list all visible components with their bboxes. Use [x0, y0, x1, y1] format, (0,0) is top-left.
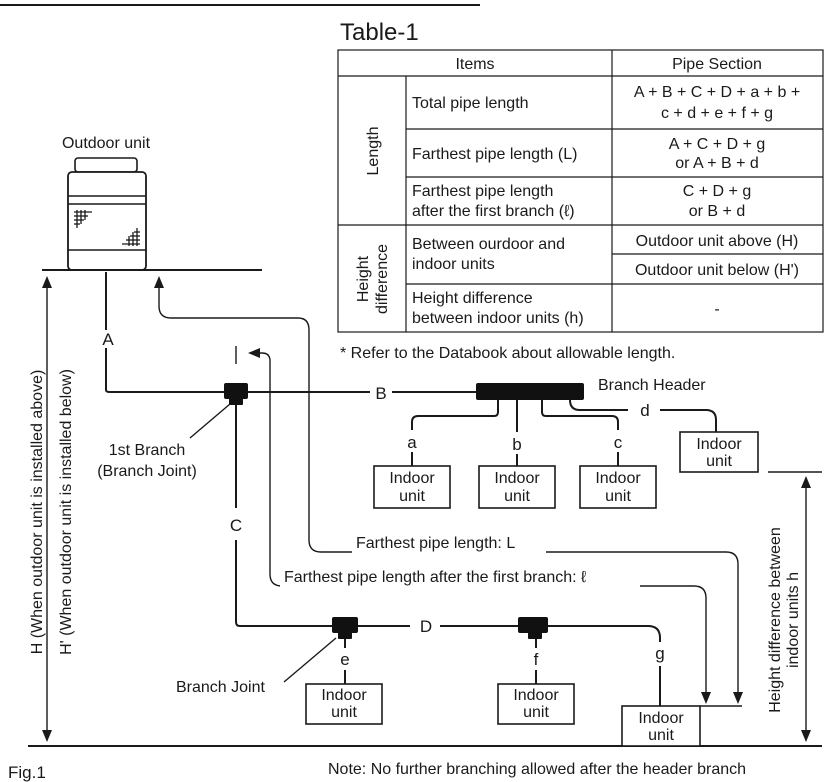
- svg-text:Indoor: Indoor: [389, 470, 435, 487]
- route-l: [258, 352, 707, 696]
- letter-g: g: [655, 644, 664, 663]
- indoor-unit-a: Indoor unit: [373, 465, 451, 509]
- svg-text:unit: unit: [648, 727, 674, 744]
- table-header-items: Items: [455, 56, 494, 73]
- outdoor-unit: Outdoor unit: [62, 135, 151, 271]
- group-height-line2: difference: [374, 244, 391, 314]
- svg-text:unit: unit: [331, 704, 357, 721]
- pipe-c-upper: [541, 400, 619, 430]
- table-border: [337, 49, 824, 333]
- svg-text:Indoor: Indoor: [494, 470, 540, 487]
- height-dimensions: H (When outdoor unit is installed above)…: [29, 276, 822, 742]
- indoor-unit-f: Indoor unit: [497, 683, 575, 725]
- group-length: Length: [365, 127, 382, 176]
- height-h-label-2: indoor units h: [785, 572, 802, 668]
- row-between-item-1: Between ourdoor and: [412, 236, 565, 253]
- pipe-D: [356, 625, 661, 642]
- branch-joint-e: [332, 617, 358, 633]
- indoor-unit-d: Indoor unit: [679, 431, 759, 473]
- table-1: Table-1 Items Pipe Section Length Height…: [337, 19, 824, 362]
- letter-B: B: [375, 384, 386, 403]
- table-footnote: * Refer to the Databook about allowable …: [340, 345, 675, 362]
- figure-label: Fig.1: [8, 763, 46, 782]
- letter-a: a: [407, 433, 417, 452]
- note: Note: No further branching allowed after…: [328, 761, 746, 778]
- svg-text:Indoor: Indoor: [513, 687, 559, 704]
- branch-joint-f: [518, 617, 548, 633]
- first-branch-label-2: (Branch Joint): [97, 463, 197, 480]
- svg-text:unit: unit: [706, 453, 732, 470]
- farthest-l-label: Farthest pipe length after the first bra…: [284, 569, 586, 586]
- farthest-L-label: Farthest pipe length: L: [356, 535, 515, 552]
- indoor-unit-b: Indoor unit: [478, 465, 556, 509]
- first-branch-joint: [224, 383, 248, 399]
- table-header-pipe-section: Pipe Section: [672, 56, 762, 73]
- svg-text:Indoor: Indoor: [638, 710, 684, 727]
- pipe-A: [105, 272, 225, 393]
- row-indoor-item-1: Height difference: [412, 290, 533, 307]
- letter-D: D: [420, 617, 432, 636]
- height-H-label: H (When outdoor unit is installed above): [29, 370, 46, 655]
- pipe-C: [235, 402, 332, 627]
- pipes: [105, 272, 717, 706]
- row-farthest-value-2: or A + B + d: [675, 155, 759, 172]
- row-farthest-item: Farthest pipe length (L): [412, 146, 577, 163]
- letter-b: b: [512, 435, 521, 454]
- outdoor-unit-label: Outdoor unit: [62, 135, 151, 152]
- first-branch-leader: [189, 403, 231, 439]
- indoor-unit-c: Indoor unit: [579, 465, 657, 509]
- pipe-letters: A B C D a b c d e f g: [102, 330, 664, 669]
- pipe-d: [569, 399, 717, 432]
- height-H2-label: H' (When outdoor unit is installed below…: [58, 369, 75, 655]
- branch-header-label: Branch Header: [598, 377, 706, 394]
- svg-text:unit: unit: [399, 488, 425, 505]
- table-title: Table-1: [340, 19, 419, 46]
- letter-f: f: [534, 650, 539, 669]
- row-indoor-value: -: [714, 301, 719, 318]
- branch-header: [476, 383, 584, 400]
- indoor-units: Indoor unit Indoor unit Indoor unit Indo…: [305, 431, 759, 747]
- row-after-item-1: Farthest pipe length: [412, 183, 553, 200]
- group-height-line1: Height: [355, 255, 372, 302]
- farthest-routes: Farthest pipe length: L Farthest pipe le…: [154, 276, 743, 707]
- indoor-unit-e: Indoor unit: [305, 683, 383, 725]
- row-farthest-value-1: A + C + D + g: [669, 136, 766, 153]
- svg-text:unit: unit: [523, 704, 549, 721]
- joints: [224, 383, 584, 639]
- row-total-value-1: A + B + C + D + a + b +: [634, 84, 800, 101]
- letter-e: e: [340, 650, 349, 669]
- route-L: [158, 284, 739, 696]
- height-h-label-1: Height difference between: [767, 527, 784, 713]
- svg-text:Indoor: Indoor: [696, 436, 742, 453]
- branch-joint-leader: [283, 637, 337, 683]
- row-between-item-2: indoor units: [412, 256, 495, 273]
- branch-joint-label: Branch Joint: [176, 679, 265, 696]
- svg-text:Indoor: Indoor: [595, 470, 641, 487]
- row-after-value-2: or B + d: [689, 203, 745, 220]
- row-total-value-2: c + d + e + f + g: [661, 105, 773, 122]
- pipe-a-upper: [411, 400, 499, 430]
- row-after-item-2: after the first branch (ℓ): [412, 203, 575, 220]
- svg-text:unit: unit: [605, 488, 631, 505]
- row-after-value-1: C + D + g: [683, 183, 751, 200]
- row-below-value: Outdoor unit below (H'): [635, 262, 799, 279]
- first-branch-label-1: 1st Branch: [109, 442, 185, 459]
- row-above-value: Outdoor unit above (H): [636, 233, 799, 250]
- letter-C: C: [230, 516, 242, 535]
- letter-A: A: [102, 330, 114, 349]
- svg-text:Indoor: Indoor: [321, 687, 367, 704]
- row-indoor-item-2: between indoor units (h): [412, 310, 584, 327]
- row-total-item: Total pipe length: [412, 95, 529, 112]
- indoor-unit-g: Indoor unit: [621, 705, 701, 747]
- letter-d: d: [640, 401, 649, 420]
- svg-text:unit: unit: [504, 488, 530, 505]
- letter-c: c: [614, 433, 623, 452]
- outdoor-unit-body: [67, 171, 147, 271]
